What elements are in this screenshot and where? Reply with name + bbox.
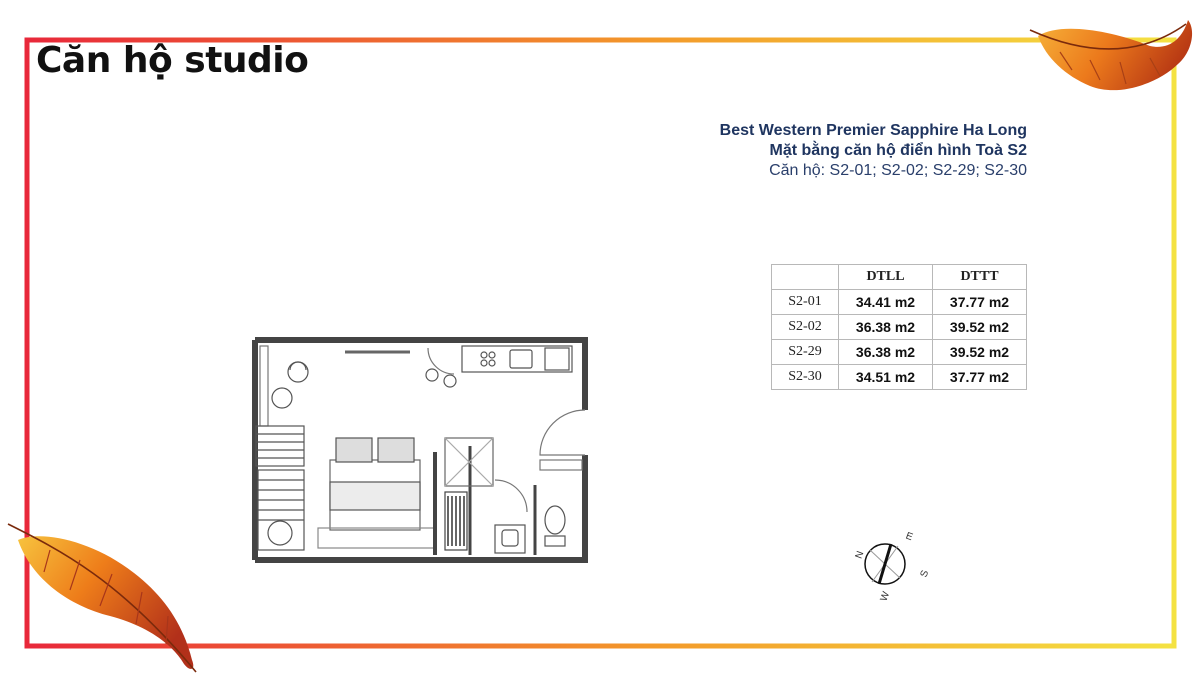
compass-e: E	[904, 531, 914, 544]
dttt-value: 37.77 m2	[932, 289, 1027, 315]
header-blank	[771, 264, 839, 290]
wardrobe	[255, 425, 305, 467]
unit-list: Căn hộ: S2-01; S2-02; S2-29; S2-30	[769, 162, 1027, 179]
feather-bottom-left-icon	[7, 523, 197, 673]
unit-code: S2-02	[771, 314, 839, 340]
dtll-value: 36.38 m2	[838, 314, 933, 340]
exterior-wall-bottom	[255, 455, 588, 563]
compass-s: S	[919, 569, 932, 579]
table-row: S2-02 36.38 m2 39.52 m2	[771, 314, 1027, 340]
compass-n: N	[854, 550, 867, 561]
table-row: S2-30 34.51 m2 37.77 m2	[771, 364, 1027, 390]
unit-code: S2-01	[771, 289, 839, 315]
unit-code: S2-30	[771, 364, 839, 390]
compass-rose-icon: N E S W	[854, 531, 932, 603]
project-header: Best Western Premier Sapphire Ha Long Mặ…	[720, 121, 1027, 181]
header-dtll: DTLL	[838, 264, 933, 290]
dtll-value: 36.38 m2	[838, 339, 933, 365]
toilet	[544, 505, 566, 535]
dttt-value: 39.52 m2	[932, 339, 1027, 365]
sink	[509, 349, 533, 369]
entry-door	[539, 409, 586, 456]
feather-top-right-icon	[1029, 20, 1193, 91]
kitchen-counter	[461, 345, 573, 373]
vanity	[494, 524, 526, 554]
dttt-value: 37.77 m2	[932, 364, 1027, 390]
page-title: Căn hộ studio	[36, 40, 309, 81]
unit-code: S2-29	[771, 339, 839, 365]
area-table-header: DTLL DTTT	[771, 264, 1027, 290]
shower	[444, 437, 494, 487]
side-table	[271, 387, 293, 409]
floor-plan	[252, 337, 588, 563]
table-row: S2-29 36.38 m2 39.52 m2	[771, 339, 1027, 365]
project-name: Best Western Premier Sapphire Ha Long	[719, 122, 1027, 139]
closet	[444, 491, 468, 551]
area-table: DTLL DTTT S2-01 34.41 m2 37.77 m2 S2-02 …	[771, 264, 1027, 390]
compass-w: W	[879, 590, 893, 603]
table-row: S2-01 34.41 m2 37.77 m2	[771, 289, 1027, 315]
dttt-value: 39.52 m2	[932, 314, 1027, 340]
exterior-wall	[255, 337, 588, 410]
dtll-value: 34.41 m2	[838, 289, 933, 315]
header-dttt: DTTT	[932, 264, 1027, 290]
project-subtitle: Mặt bằng căn hộ điển hình Toà S2	[769, 142, 1028, 159]
bath-wall	[539, 459, 583, 471]
dtll-value: 34.51 m2	[838, 364, 933, 390]
